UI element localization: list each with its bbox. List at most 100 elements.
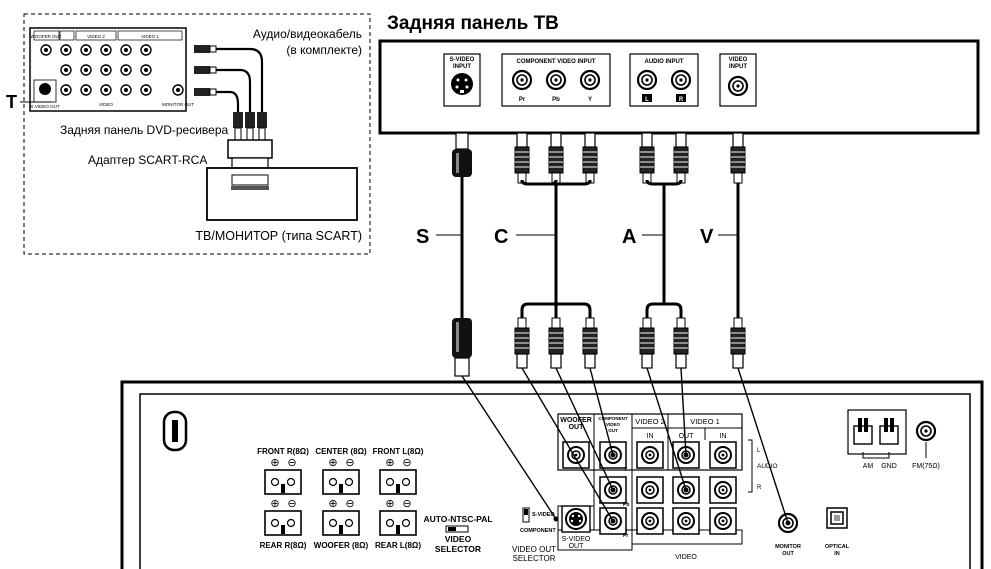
video-selector-label-2: SELECTOR: [435, 544, 481, 554]
inset-diagram: WOOFER OUT VIDEO 2 VIDEO 1 S-VIDEO OUT V…: [6, 13, 371, 255]
minus-symbol: ⊖: [287, 498, 296, 510]
component-out-label-2: VIDEO: [606, 422, 621, 427]
optical-in-label-1: OPTICAL: [825, 544, 850, 550]
component-out-label-3: OUT: [608, 428, 618, 433]
video2-in-r-jack: [636, 476, 664, 504]
fm-antenna-jack: [915, 420, 937, 442]
tv-video-jack: [727, 75, 749, 97]
component-out-label-1: COMPONENT: [598, 416, 628, 421]
tv-audio-l-jack: [636, 69, 658, 91]
mini-dvd-panel: WOOFER OUT VIDEO 2 VIDEO 1 S-VIDEO OUT V…: [29, 27, 194, 112]
video-out-selector-1: VIDEO OUT: [512, 545, 556, 554]
monitor-out-label-1: MONITOR: [775, 544, 801, 550]
front-l-label: FRONT L(8Ω): [373, 447, 424, 456]
audio-l-line: [680, 367, 687, 456]
video2-in-label: IN: [647, 433, 654, 440]
minus-symbol: ⊖: [287, 457, 296, 469]
video1-in-video-jack: [709, 507, 737, 535]
rear-r-label: REAR R(8Ω): [260, 541, 307, 550]
minus-symbol: ⊖: [402, 457, 411, 469]
cable-c-label: C: [494, 226, 508, 248]
callout-t: T: [6, 92, 17, 112]
mini-video-label: VIDEO: [99, 102, 114, 107]
plus-symbol: ⊕: [385, 457, 394, 469]
audio-l-label: L: [757, 448, 761, 454]
plus-symbol: ⊕: [328, 498, 337, 510]
tv-svideo-label-1: S-VIDEO: [450, 57, 475, 63]
minus-symbol: ⊖: [402, 498, 411, 510]
monitor-out-label-2: OUT: [782, 551, 794, 557]
video1-in-r-jack: [709, 476, 737, 504]
tv-video-label-1: VIDEO: [729, 57, 748, 63]
front-l-terminal: [379, 469, 417, 495]
video1-out-label: OUT: [679, 433, 695, 440]
rear-r-terminal: [264, 510, 302, 536]
tv-audio-r-jack: [670, 69, 692, 91]
video1-in-l-jack: [709, 441, 737, 469]
woofer-out-label-1: WOOFER: [560, 417, 592, 424]
audio-label: AUDIO: [757, 463, 778, 470]
front-r-terminal: [264, 469, 302, 495]
video-selector-label-1: VIDEO: [445, 534, 472, 544]
am-label: AM: [863, 463, 874, 470]
cable-v-label: V: [700, 226, 714, 248]
cable-s-label: S: [416, 226, 429, 248]
audio-r-label: R: [757, 485, 762, 491]
video1-out-video-jack: [672, 507, 700, 535]
tv-r-label: R: [679, 97, 684, 103]
audio-r-line: [646, 367, 687, 491]
receiver-rear-panel: FRONT R(8Ω) CENTER (8Ω) FRONT L(8Ω) ⊕ ⊖ …: [120, 380, 984, 569]
tv-rear-panel: S-VIDEO INPUT COMPONENT VIDEO INPUT Pr P…: [378, 39, 980, 135]
tv-y-label: Y: [588, 97, 592, 103]
video1-label: VIDEO 1: [690, 417, 720, 426]
video1-in-label: IN: [720, 433, 727, 440]
component-switch-label: COMPONENT: [520, 528, 556, 534]
tv-pr-jack: [511, 69, 533, 91]
optical-in-jack: [826, 507, 848, 529]
video-out-selector-2: SELECTOR: [513, 554, 556, 563]
tv-pb-label: Pb: [552, 97, 560, 103]
minus-symbol: ⊖: [345, 457, 354, 469]
mini-monitor-label: MONITOR OUT: [162, 102, 194, 107]
woofer-out-label-2: OUT: [569, 424, 585, 431]
svideo-line: [461, 375, 557, 520]
plus-symbol: ⊕: [328, 457, 337, 469]
tv-audio-label: AUDIO INPUT: [645, 59, 684, 65]
tv-svideo-label-2: INPUT: [453, 64, 471, 70]
plus-symbol: ⊕: [385, 498, 394, 510]
page-title: Задняя панель ТВ: [387, 13, 559, 34]
tv-component-label: COMPONENT VIDEO INPUT: [516, 59, 595, 65]
video2-in-l-jack: [636, 441, 664, 469]
cable-set: S C A V: [416, 132, 746, 377]
woofer-label: WOOFER (8Ω): [314, 541, 369, 550]
inset-frame: [23, 13, 371, 255]
adapter-label: Адаптер SCART-RCA: [88, 153, 207, 167]
am-antenna-terminal: [847, 409, 907, 455]
tv-monitor-label: ТВ/МОНИТОР (типа SCART): [195, 229, 362, 243]
video-selector-switch[interactable]: [445, 525, 469, 533]
cable-a-label: A: [622, 226, 636, 248]
center-label: CENTER (8Ω): [315, 447, 367, 456]
tv-svideo-jack: [451, 73, 473, 95]
y-line: [589, 367, 614, 456]
mini-video1-label: VIDEO 1: [141, 34, 159, 39]
auto-ntsc-label: AUTO-NTSC-PAL: [423, 514, 492, 524]
included-label: (в комплекте): [286, 43, 362, 57]
mini-video2-label: VIDEO 2: [87, 34, 105, 39]
fm-label: FM(75Ω): [912, 463, 940, 470]
video-group-label: VIDEO: [675, 554, 697, 561]
woofer-out-jack: [562, 441, 590, 469]
rcv-pb-label: Pb: [623, 502, 629, 508]
video2-label: VIDEO 2: [635, 417, 665, 426]
pb-line: [555, 367, 614, 491]
gnd-label: GND: [881, 463, 897, 470]
tv-pb-jack: [545, 69, 567, 91]
plus-symbol: ⊕: [270, 498, 279, 510]
dvd-panel-label: Задняя панель DVD-ресивера: [60, 123, 229, 137]
front-r-label: FRONT R(8Ω): [257, 447, 309, 456]
tv-l-label: L: [645, 97, 649, 103]
inset-cable: [194, 45, 273, 169]
pr-line: [521, 367, 614, 522]
mini-woofer-label: WOOFER OUT: [31, 34, 62, 39]
